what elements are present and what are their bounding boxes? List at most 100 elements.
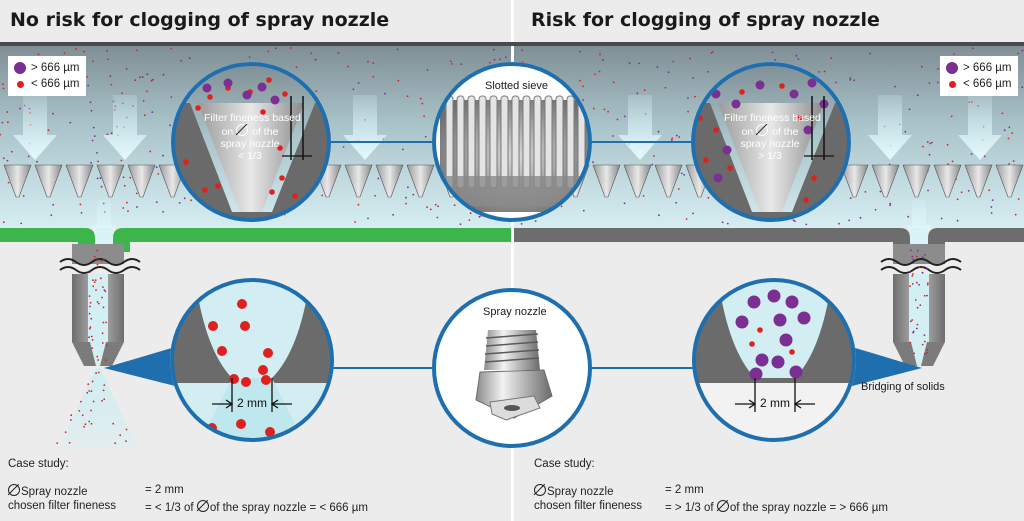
large-particle [257,82,267,92]
left-case-study: Case study: Spray nozzle = 2 mm chosen f… [8,458,488,518]
sieve-tooth [995,164,1024,198]
panel-divider [511,0,514,521]
tank-speck [50,214,53,217]
tank-speck [593,73,596,76]
pipe-speck [93,255,96,258]
spray-nozzle-icon [432,288,592,448]
tank-speck [1017,52,1019,55]
tank-speck [623,115,626,118]
case-nozzle-line: Spray nozzle [534,484,613,498]
small-particle [266,77,272,83]
tank-speck [672,60,675,63]
small-particle [261,375,271,385]
tank-speck [142,100,145,102]
ff-line: Filter fineness based [204,112,301,124]
pipe-speck [101,342,104,344]
tank-speck [91,60,94,63]
pipe-speck [91,339,94,341]
tank-speck [920,65,923,68]
pipe-speck [90,317,93,320]
spray-speck [70,419,72,421]
tank-speck [1021,49,1024,52]
pipe-speck [924,254,926,256]
tank-speck [295,66,298,69]
tank-speck [123,184,126,187]
flow-arrow-icon [13,95,57,160]
large-particle [789,365,803,379]
tank-speck [90,161,92,164]
sieve-tooth [344,164,373,198]
pipe-speck [926,283,929,286]
tank-speck [797,58,800,60]
large-particle [797,311,811,325]
tank-speck [692,212,694,215]
tank-speck [953,53,955,55]
tank-speck [7,121,9,124]
sieve-bar [544,95,553,189]
tank-speck [680,172,683,175]
legend-small-row: < 666 µm [14,76,80,92]
tank-speck [20,222,23,225]
tank-speck [849,78,852,81]
tank-speck [374,194,376,197]
pipe-speck [89,301,92,304]
sieve-tooth [964,164,993,198]
tank-speck [86,76,88,78]
spray-speck [119,434,122,437]
tank-speck [599,53,601,56]
diameter-icon [756,124,769,136]
tank-speck [849,197,852,200]
sieve-bar [533,95,542,189]
tank-speck [656,66,659,68]
tank-speck [692,77,695,79]
right-gap-label: 2 mm [760,396,790,410]
tank-speck [157,173,160,175]
sieve-tooth [3,164,32,198]
tank-speck [405,202,407,205]
tank-speck [52,203,55,206]
large-particle [731,99,741,109]
tank-speck [384,92,386,95]
small-particle [236,419,246,429]
tank-speck [315,90,318,93]
large-particle [789,89,799,99]
tank-speck [835,81,837,84]
tank-speck [678,136,681,138]
tank-speck [453,204,456,207]
tank-speck [6,111,9,113]
large-particle [735,315,749,329]
pipe-speck [915,255,918,258]
legend-small-label: < 666 µm [31,78,80,90]
flow-arrow-icon [868,95,912,160]
tank-speck [89,101,92,104]
small-particle [217,346,227,356]
legend-right: > 666 µm < 666 µm [940,56,1018,96]
spray-speck [56,442,59,444]
tank-speck [710,51,713,54]
tank-speck [127,210,129,213]
tank-speck [162,73,165,76]
spray-nozzle-label: Spray nozzle [483,306,547,318]
pipe-speck [912,258,915,261]
left-gap-label: 2 mm [237,396,267,410]
pipe-speck [100,277,102,280]
pipe-speck [88,327,91,330]
pipe-speck [102,321,105,324]
pipe-speck [912,273,914,275]
tank-speck [726,222,729,225]
pipe-speck [913,352,916,355]
sieve-bar [467,95,476,189]
tank-speck [721,221,724,224]
tank-speck [983,155,986,158]
tank-speck [141,76,144,78]
spray-speck [90,390,93,392]
tank-speck [603,108,606,111]
sieve-tooth [654,164,683,198]
tank-speck [612,135,614,137]
tank-speck [126,201,128,204]
sieve-bar [522,95,531,189]
left-callout-pointer [104,347,175,386]
tank-speck [139,76,141,79]
small-particle [292,193,298,199]
tank-speck [653,155,655,157]
